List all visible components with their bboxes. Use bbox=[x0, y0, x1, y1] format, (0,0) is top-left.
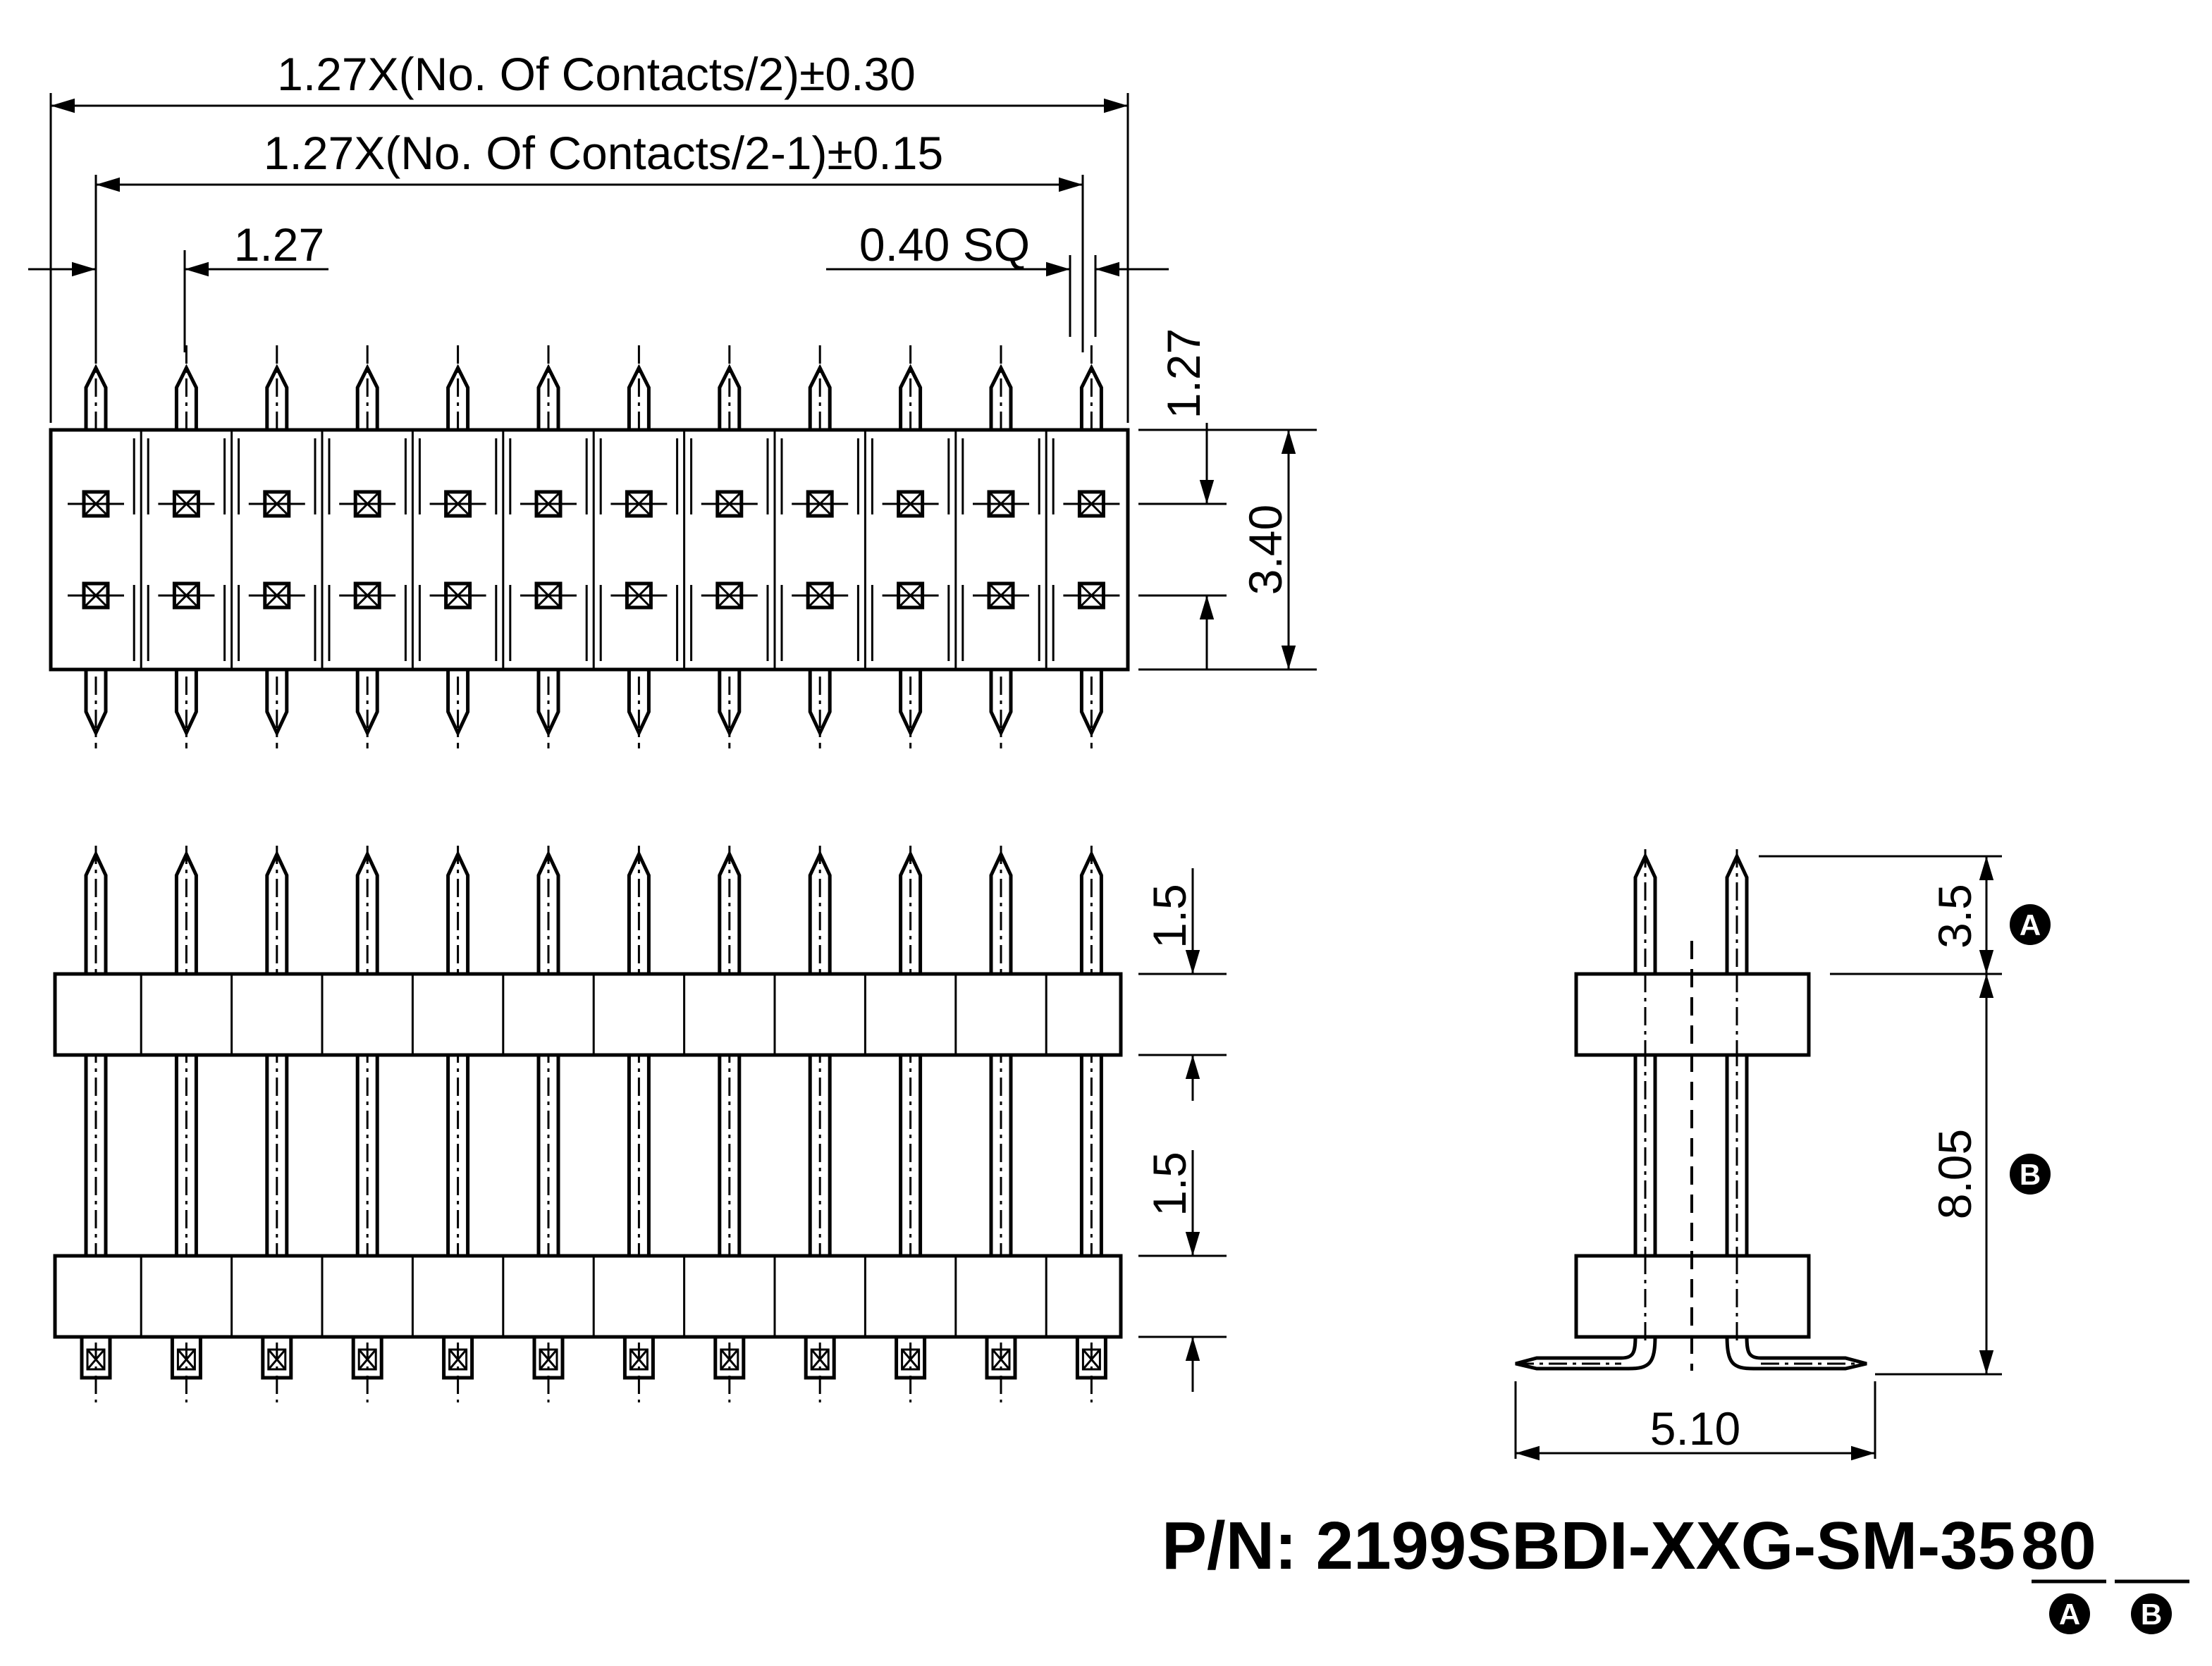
solder-tail bbox=[532, 1335, 565, 1380]
top-view-pads bbox=[68, 490, 1120, 610]
svg-text:A: A bbox=[2020, 908, 2041, 942]
pin-top-tip bbox=[355, 364, 379, 430]
pin-size-label: 0.40 SQ bbox=[859, 218, 1030, 271]
pin-top-tip bbox=[627, 364, 651, 430]
pin-top-tip bbox=[718, 364, 742, 430]
pin-top-tip bbox=[265, 364, 289, 430]
part-number: P/N: 2199SBDI-XXG-SM-3580 A B bbox=[1162, 1508, 2189, 1634]
overall-length-label: 1.27X(No. Of Contacts/2)±0.30 bbox=[277, 48, 916, 100]
pin-top-tip bbox=[1079, 364, 1103, 430]
pin-shaft bbox=[808, 1055, 832, 1256]
pin-bottom-tip bbox=[174, 670, 198, 737]
front-view-lower-housing bbox=[53, 1254, 1123, 1339]
pin-bottom-tip bbox=[718, 670, 742, 737]
pin-top-tip bbox=[899, 364, 923, 430]
pin-bottom-tip bbox=[536, 670, 560, 737]
front-view-segments bbox=[140, 974, 1047, 1337]
part-number-prefix: P/N: 2199SBDI-XXG-SM- bbox=[1162, 1508, 1940, 1584]
pin-shaft bbox=[174, 1055, 198, 1256]
part-number-marker-a: A bbox=[2049, 1593, 2090, 1634]
height-label: 8.05 bbox=[1929, 1129, 1981, 1219]
pin-bottom-tip bbox=[899, 670, 923, 737]
marker-b-badge: B bbox=[2010, 1154, 2051, 1195]
pin-top-tip bbox=[84, 364, 108, 430]
pin-top-tip bbox=[808, 364, 832, 430]
pin-shaft bbox=[355, 1055, 379, 1256]
svg-text:B: B bbox=[2020, 1158, 2041, 1191]
pin-bottom-tip bbox=[84, 670, 108, 737]
top-view-segments bbox=[133, 430, 1055, 670]
pin-bottom-tip bbox=[989, 670, 1013, 737]
part-number-code-b: 80 bbox=[2021, 1508, 2096, 1584]
solder-tail bbox=[261, 1335, 293, 1380]
pitch-span-label: 1.27X(No. Of Contacts/2-1)±0.15 bbox=[264, 127, 943, 179]
solder-tail bbox=[985, 1335, 1017, 1380]
solder-tail bbox=[170, 1335, 202, 1380]
pin-bottom-tip bbox=[355, 670, 379, 737]
pin-top-tip bbox=[989, 364, 1013, 430]
body-width-label: 3.40 bbox=[1239, 505, 1291, 595]
pin-shaft bbox=[899, 1055, 923, 1256]
pin-shaft bbox=[446, 1055, 470, 1256]
pin-shaft bbox=[1079, 1055, 1103, 1256]
marker-a-badge: A bbox=[2010, 904, 2051, 945]
pin-shaft bbox=[536, 1055, 560, 1256]
pin-top-tip bbox=[536, 364, 560, 430]
solder-tail bbox=[351, 1335, 383, 1380]
svg-text:B: B bbox=[2141, 1598, 2162, 1631]
pin-top-tip bbox=[446, 364, 470, 430]
solder-tail bbox=[713, 1335, 746, 1380]
pitch-label: 1.27 bbox=[234, 218, 324, 271]
pin-bottom-tip bbox=[808, 670, 832, 737]
solder-tail bbox=[622, 1335, 655, 1380]
pin-shaft bbox=[989, 1055, 1013, 1256]
front-view-upper-housing bbox=[53, 972, 1123, 1057]
top-view-housing bbox=[49, 428, 1130, 672]
pin-bottom-tip bbox=[1079, 670, 1103, 737]
pin-shaft bbox=[84, 1055, 108, 1256]
svg-text:P/N: 2199SBDI-XXG-SM-3580: P/N: 2199SBDI-XXG-SM-3580 bbox=[1162, 1508, 2096, 1584]
top-view: 1.27X(No. Of Contacts/2)±0.30 1.27X(No. … bbox=[28, 48, 1317, 748]
row-offset-label: 1.27 bbox=[1157, 328, 1210, 419]
pin-shaft bbox=[627, 1055, 651, 1256]
mating-length-label: 3.5 bbox=[1929, 884, 1981, 949]
front-view: 1.5 1.5 bbox=[53, 846, 1227, 1402]
pin-shaft bbox=[718, 1055, 742, 1256]
upper-dim-label: 1.5 bbox=[1143, 884, 1196, 949]
front-view-solder-tails bbox=[80, 1335, 1107, 1380]
solder-tail bbox=[1075, 1335, 1107, 1380]
pin-bottom-tip bbox=[446, 670, 470, 737]
solder-tail bbox=[895, 1335, 927, 1380]
pin-bottom-tip bbox=[627, 670, 651, 737]
side-view: 3.5 8.05 A B 5.10 bbox=[1514, 849, 2051, 1461]
footprint-width-label: 5.10 bbox=[1650, 1402, 1740, 1455]
part-number-marker-b: B bbox=[2131, 1593, 2172, 1634]
lower-dim-label: 1.5 bbox=[1143, 1152, 1196, 1216]
part-number-code-a: 35 bbox=[1940, 1508, 2015, 1584]
solder-tail bbox=[80, 1335, 112, 1380]
svg-text:A: A bbox=[2059, 1598, 2080, 1631]
pin-top-tip bbox=[174, 364, 198, 430]
solder-tail bbox=[442, 1335, 474, 1380]
solder-tail bbox=[804, 1335, 836, 1380]
pin-bottom-tip bbox=[265, 670, 289, 737]
pin-shaft bbox=[265, 1055, 289, 1256]
